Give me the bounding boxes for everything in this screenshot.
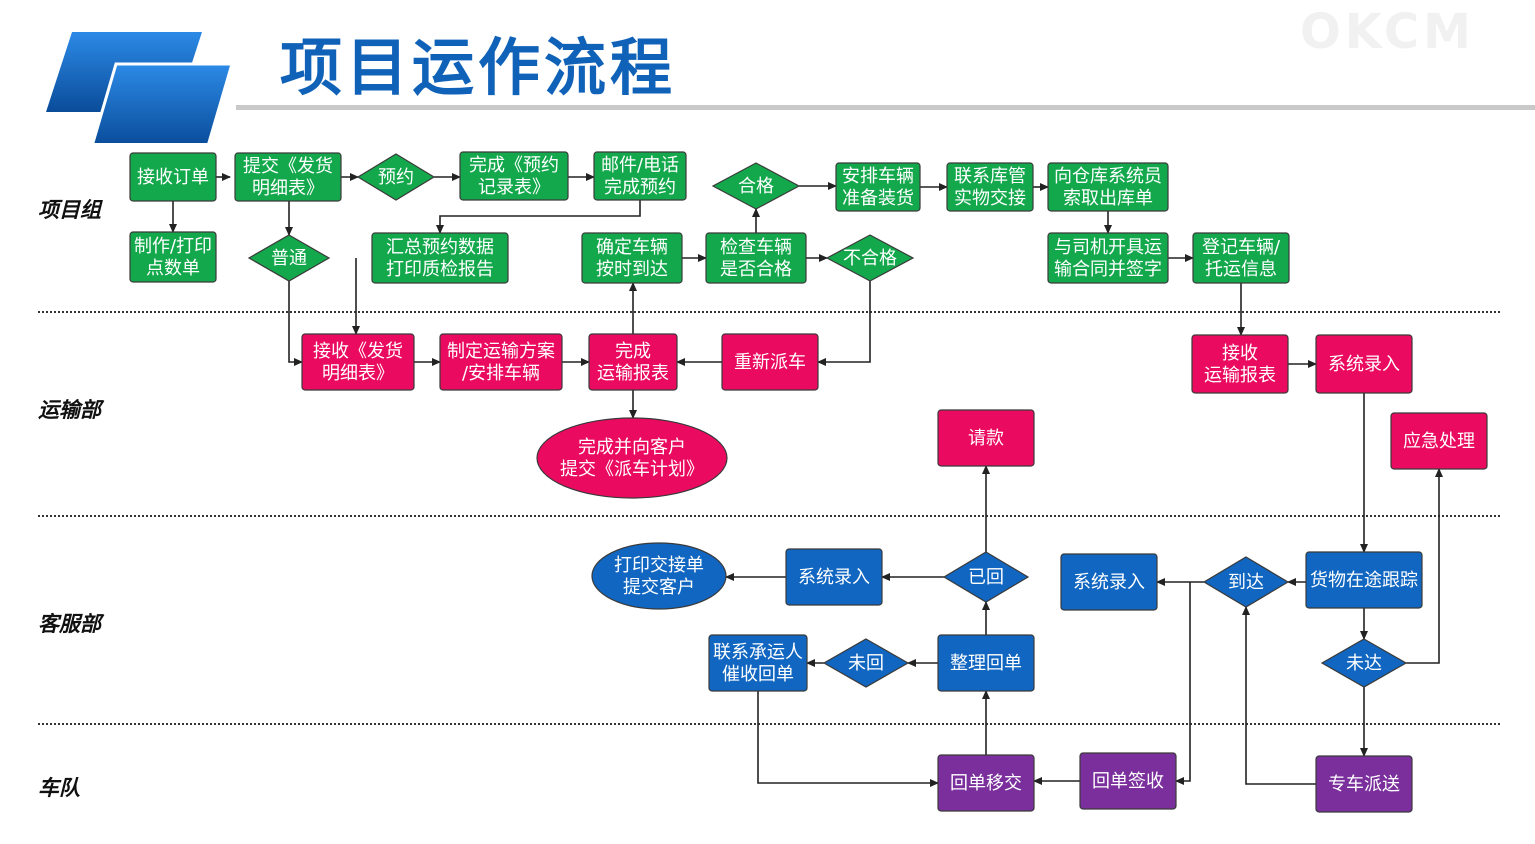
node-qualified: 合格 <box>711 162 801 210</box>
node-label: 合格 <box>738 176 774 197</box>
node-label: 货物在途跟踪 <box>1310 570 1418 591</box>
node-receive-order: 接收订单 <box>129 152 217 202</box>
node-label: 普通 <box>271 248 307 269</box>
node-receipt-transfer: 回单移交 <box>937 754 1035 812</box>
flow-arrow-41 <box>757 691 939 787</box>
flow-arrow-13 <box>817 281 871 366</box>
lane-divider-2 <box>38 515 1500 517</box>
node-confirm-vehicle-arrival: 确定车辆按时到达 <box>581 232 683 284</box>
node-reserve: 预约 <box>356 153 436 201</box>
node-register-vehicle-info: 登记车辆/托运信息 <box>1192 232 1290 284</box>
watermark-logo-text: OKCM <box>1300 4 1475 60</box>
node-receipt-sign: 回单签收 <box>1079 752 1177 810</box>
node-make-transport-plan: 制定运输方案/安排车辆 <box>439 333 563 391</box>
node-label: 打印交接单提交客户 <box>614 555 704 598</box>
node-label: 提交《发货明细表》 <box>243 156 333 199</box>
title-underline <box>236 105 1535 110</box>
node-arrived: 到达 <box>1202 556 1290 608</box>
node-label: 登记车辆/托运信息 <box>1202 237 1281 280</box>
lane-divider-3 <box>38 723 1500 725</box>
node-ordinary: 普通 <box>247 234 331 282</box>
node-cargo-tracking: 货物在途跟踪 <box>1305 551 1423 609</box>
node-label: 联系库管实物交接 <box>954 166 1026 209</box>
node-check-vehicle-qualified: 检查车辆是否合格 <box>705 232 807 284</box>
node-complete-transport-report: 完成运输报表 <box>588 333 678 391</box>
node-system-entry-cs1: 系统录入 <box>785 548 883 606</box>
node-redispatch: 重新派车 <box>721 333 819 391</box>
node-label: 到达 <box>1228 572 1264 593</box>
node-label: 系统录入 <box>1073 572 1145 593</box>
node-label: 系统录入 <box>798 567 870 588</box>
node-label: 整理回单 <box>950 653 1022 674</box>
node-email-phone-reservation: 邮件/电话完成预约 <box>593 151 687 201</box>
node-label: 完成并向客户提交《派车计划》 <box>560 437 704 480</box>
node-label: 完成运输报表 <box>597 341 669 384</box>
node-unqualified: 不合格 <box>825 234 915 282</box>
node-returned: 已回 <box>942 551 1030 603</box>
node-label: 制作/打印点数单 <box>134 236 212 279</box>
node-system-entry-cs2: 系统录入 <box>1060 553 1158 611</box>
node-not-arrived: 未达 <box>1320 638 1408 688</box>
lane-divider-1 <box>38 311 1500 313</box>
node-get-outbound-slip: 向仓库系统员索取出库单 <box>1047 162 1169 212</box>
node-label: 接收运输报表 <box>1204 343 1276 386</box>
node-not-returned: 未回 <box>822 638 910 688</box>
node-label: 安排车辆准备装货 <box>842 166 914 209</box>
flow-arrow-8 <box>288 281 303 366</box>
node-contact-warehouse-handover: 联系库管实物交接 <box>946 162 1034 212</box>
lane-label-transport: 运输部 <box>38 398 101 422</box>
node-receive-transport-report: 接收运输报表 <box>1191 334 1289 394</box>
node-sort-receipts: 整理回单 <box>937 634 1035 692</box>
node-sign-contract-with-driver: 与司机开具运输合同并签字 <box>1047 232 1169 284</box>
node-make-print-count: 制作/打印点数单 <box>129 231 217 283</box>
node-label: 制定运输方案/安排车辆 <box>447 341 555 384</box>
node-complete-reservation-record: 完成《预约记录表》 <box>459 151 569 201</box>
node-label: 接收《发货明细表》 <box>313 341 403 384</box>
node-label: 未回 <box>848 653 884 674</box>
node-request-payment: 请款 <box>937 409 1035 467</box>
node-label: 不合格 <box>843 248 897 269</box>
node-label: 系统录入 <box>1328 354 1400 375</box>
node-summarize-reservation-data: 汇总预约数据打印质检报告 <box>371 232 509 284</box>
node-label: 未达 <box>1346 653 1382 674</box>
node-label: 回单签收 <box>1092 771 1164 792</box>
node-label: 检查车辆是否合格 <box>720 237 792 280</box>
node-label: 专车派送 <box>1328 774 1400 795</box>
node-label: 与司机开具运输合同并签字 <box>1054 237 1162 280</box>
flow-arrow-29 <box>1242 606 1316 785</box>
node-label: 确定车辆按时到达 <box>596 237 668 280</box>
node-contact-carrier: 联系承运人催收回单 <box>708 634 808 692</box>
node-label: 重新派车 <box>734 352 806 373</box>
node-system-entry-transport: 系统录入 <box>1315 334 1413 394</box>
node-label: 向仓库系统员索取出库单 <box>1054 166 1162 209</box>
node-arrange-vehicle-loading: 安排车辆准备装货 <box>835 162 921 212</box>
node-label: 联系承运人催收回单 <box>713 642 803 685</box>
node-dedicated-delivery: 专车派送 <box>1315 755 1413 813</box>
node-label: 已回 <box>968 567 1004 588</box>
node-label: 接收订单 <box>137 167 209 188</box>
node-label: 邮件/电话完成预约 <box>601 155 679 198</box>
node-emergency-handling: 应急处理 <box>1390 412 1488 470</box>
lane-label-fleet: 车队 <box>38 776 80 800</box>
node-label: 汇总预约数据打印质检报告 <box>386 237 494 280</box>
flow-arrow-27 <box>1406 468 1443 664</box>
flow-arrow-32 <box>1175 582 1191 785</box>
node-transport-receive-list: 接收《发货明细表》 <box>301 333 415 391</box>
node-label: 预约 <box>378 167 414 188</box>
node-submit-dispatch-plan: 完成并向客户提交《派车计划》 <box>536 417 728 499</box>
lane-label-customer-service: 客服部 <box>38 612 101 636</box>
lane-label-project-team: 项目组 <box>38 198 101 222</box>
node-label: 完成《预约记录表》 <box>469 155 559 198</box>
node-submit-shipping-list: 提交《发货明细表》 <box>234 152 342 202</box>
node-label: 回单移交 <box>950 773 1022 794</box>
node-label: 请款 <box>968 428 1004 449</box>
logo-icon <box>46 32 235 143</box>
node-label: 应急处理 <box>1403 431 1475 452</box>
flow-arrow-7 <box>436 200 641 234</box>
page-title: 项目运作流程 <box>280 31 677 104</box>
node-print-handover: 打印交接单提交客户 <box>591 542 727 610</box>
